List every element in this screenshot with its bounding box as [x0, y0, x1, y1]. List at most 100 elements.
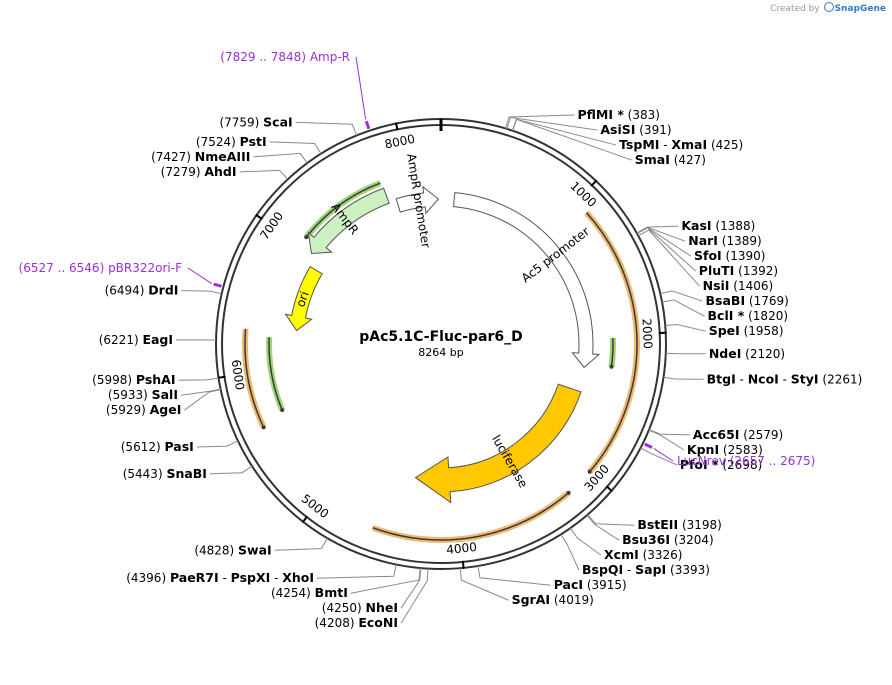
site-paci[interactable]: PacI (3915) [477, 565, 627, 592]
site-label: BspQI - SapI (3393) [582, 562, 710, 577]
primer-label: (7829 .. 7848) Amp-R [220, 50, 350, 64]
site-pfoi[interactable]: PfoI * (2698) [640, 447, 763, 472]
site-position: (6494) [105, 284, 149, 298]
site-drdi[interactable]: (6494) DrdI [105, 283, 222, 298]
site-smai[interactable]: SmaI (427) [512, 118, 706, 167]
site-position: (4254) [271, 586, 315, 600]
site-ahdi[interactable]: (7279) AhdI [161, 164, 289, 180]
site-bmti[interactable]: (4254) BmtI [271, 567, 421, 600]
site-bspqi-sapi[interactable]: BspQI - SapI (3393) [560, 534, 710, 577]
feature-ampr[interactable]: AmpR [307, 187, 390, 255]
site-acc65i[interactable]: Acc65I (2579) [648, 427, 783, 442]
site-label: (4254) BmtI [271, 585, 348, 600]
feature-ampr-promoter[interactable]: AmpR promoter [395, 153, 440, 249]
site-nari[interactable]: NarI (1389) [636, 226, 762, 248]
primers-layer: LucNrev (2657 .. 2675) (6527 .. 6546) pBR… [19, 50, 816, 468]
feature-label-ori: ori [293, 289, 311, 308]
site-asisi[interactable]: AsiSI (391) [506, 116, 672, 137]
feature-luciferase[interactable]: luciferase [414, 383, 582, 504]
site-bsu36i[interactable]: Bsu36I (3204) [586, 514, 714, 547]
site-paer7i-pspxi-xhoi[interactable]: (4396) PaeR7I - PspXI - XhoI [126, 564, 397, 585]
site-label: PfoI * (2698) [680, 457, 762, 472]
site-label: (7759) ScaI [219, 114, 292, 129]
site-scai[interactable]: (7759) ScaI [219, 114, 358, 136]
site-label: PluTI (1392) [699, 263, 778, 278]
site-position: (2583) [719, 443, 763, 457]
site-label: BtgI - NcoI - StyI (2261) [707, 371, 863, 386]
site-position: (6221) [99, 333, 143, 347]
site-kpni[interactable]: KpnI (2583) [648, 429, 763, 457]
site-position: (4208) [315, 616, 359, 630]
site-name: AsiSI [600, 122, 635, 137]
site-position: (3393) [666, 563, 710, 577]
tick-3000 [605, 485, 614, 493]
site-nsii[interactable]: NsiI (1406) [638, 229, 773, 293]
site-kasi[interactable]: KasI (1388) [636, 218, 756, 234]
site-name: AgeI [150, 402, 182, 417]
site-bcli[interactable]: BclI * (1820) [661, 299, 788, 323]
primer-pbr322ori-f[interactable]: (6527 .. 6546) pBR322ori-F [19, 261, 222, 288]
site-position: (7427) [151, 150, 195, 164]
tick-5000 [301, 515, 309, 524]
tick-label-6000: 6000 [229, 359, 247, 391]
site-name: BsaBI [706, 293, 746, 308]
site-psti[interactable]: (7524) PstI [196, 134, 322, 154]
site-position: (1389) [718, 234, 762, 248]
site-agei[interactable]: (5929) AgeI [106, 389, 221, 418]
branding-name: SnapGene [834, 4, 886, 14]
site-nhei[interactable]: (4250) NheI [322, 568, 422, 615]
site-name: PluTI [699, 263, 735, 278]
site-name: BmtI [315, 585, 348, 600]
tick-7000 [255, 213, 263, 220]
site-sali[interactable]: (5933) SalI [108, 387, 221, 402]
site-position: (5933) [108, 388, 152, 402]
site-swai[interactable]: (4828) SwaI [194, 537, 328, 557]
site-pflmi[interactable]: PflMI * (383) [505, 107, 660, 129]
site-name: Acc65I [693, 427, 740, 442]
site-sgrai[interactable]: SgrAI (4019) [459, 568, 594, 607]
site-eagi[interactable]: (6221) EagI [99, 332, 217, 347]
site-position: (1820) [744, 309, 788, 323]
site-name: SmaI [635, 152, 670, 167]
site-label: (5998) PshAI [92, 372, 175, 387]
site-name: TspMI [619, 137, 659, 152]
primer-range: (7829 .. 7848) [220, 50, 310, 64]
site-spei[interactable]: SpeI (1958) [665, 323, 784, 338]
primer-label: LucNrev (2657 .. 2675) [677, 454, 815, 468]
site-name: SpeI [709, 323, 740, 338]
site-label: BsaBI (1769) [706, 293, 789, 308]
site-bsabi[interactable]: BsaBI (1769) [660, 290, 789, 308]
site-name: NheI [366, 600, 399, 615]
tick-8000 [394, 122, 399, 131]
site-label: Acc65I (2579) [693, 427, 783, 442]
site-ndei[interactable]: NdeI (2120) [665, 346, 785, 361]
primer-amp-r[interactable]: (7829 .. 7848) Amp-R [220, 50, 371, 130]
primer-lucnrev[interactable]: LucNrev (2657 .. 2675) [644, 442, 816, 468]
site-label: SpeI (1958) [709, 323, 784, 338]
tick-label-5000: 5000 [299, 491, 332, 521]
site-position: (7279) [161, 165, 205, 179]
site-label: (5612) PasI [121, 439, 194, 454]
primer-name: Amp-R [310, 50, 350, 64]
site-btgi-ncoi-styi[interactable]: BtgI - NcoI - StyI (2261) [663, 371, 863, 386]
site-position: (3915) [583, 578, 627, 592]
site-sfoi[interactable]: SfoI (1390) [636, 226, 766, 263]
feature-ori[interactable]: ori [284, 265, 323, 332]
site-pshai[interactable]: (5998) PshAI [92, 372, 219, 387]
site-position: (4250) [322, 601, 366, 615]
site-name: NarI [688, 233, 718, 248]
site-tspmi-xmai[interactable]: TspMI - XmaI (425) [511, 118, 743, 152]
site-position: (427) [670, 153, 706, 167]
site-snabi[interactable]: (5443) SnaBI [123, 465, 253, 481]
site-xcmi[interactable]: XcmI (3326) [570, 527, 682, 562]
site-pluti[interactable]: PluTI (1392) [636, 227, 778, 278]
site-name: BclI * [708, 308, 745, 323]
site-position: (4396) [126, 571, 170, 585]
tick-6000 [217, 375, 226, 379]
site-econi[interactable]: (4208) EcoNI [315, 568, 429, 631]
site-nmeaiii[interactable]: (7427) NmeAIII [151, 149, 308, 164]
site-bsteii[interactable]: BstEII (3198) [587, 514, 722, 533]
site-name: PstI [240, 134, 267, 149]
site-pasi[interactable]: (5612) PasI [121, 439, 239, 454]
